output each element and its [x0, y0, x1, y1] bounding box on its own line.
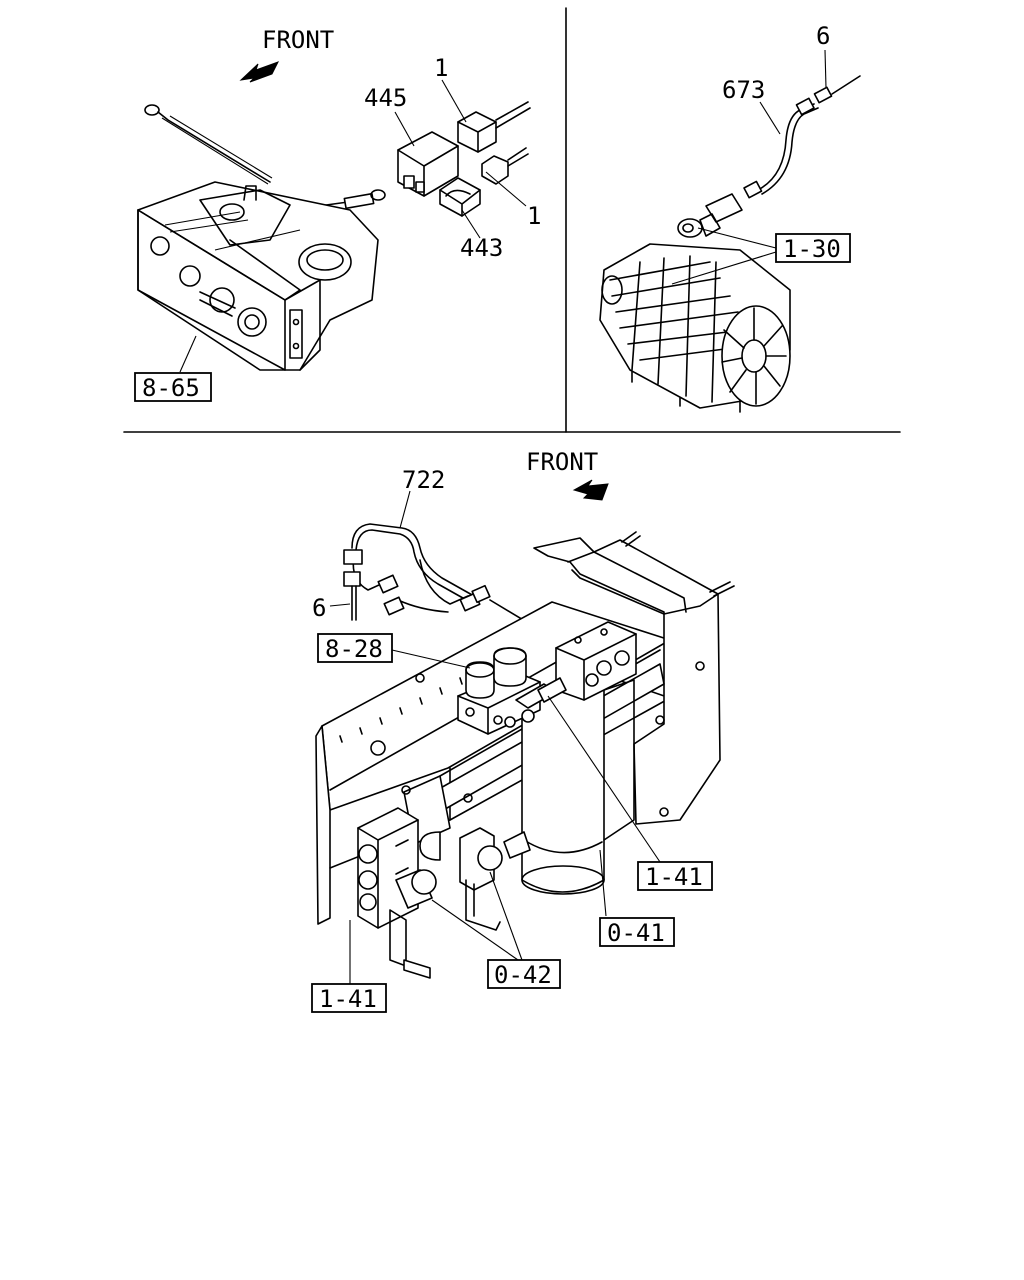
- leader-lines-top-left: [179, 79, 527, 373]
- callout-1-30: 1-30: [783, 235, 841, 263]
- callout-1-upper: 1: [434, 54, 448, 82]
- control-cable: [144, 104, 386, 211]
- leader-lines-bottom: [329, 490, 661, 986]
- connector-1-lower: [481, 147, 529, 185]
- callout-6-bottom: 6: [312, 594, 326, 622]
- harness-722: [343, 523, 571, 649]
- top-left-panel: FRONT: [134, 26, 541, 402]
- callout-box-1-41-left: [311, 983, 387, 1013]
- heater-control-unit: [137, 181, 379, 371]
- callout-0-42: 0-42: [494, 961, 552, 989]
- callout-box-1-30: [775, 233, 851, 263]
- callout-1-41-left: 1-41: [319, 985, 377, 1013]
- tank-0-41: [521, 679, 635, 895]
- front-label-top: FRONT: [262, 26, 334, 54]
- callout-box-8-65: [134, 372, 212, 402]
- front-arrow-icon-bottom: [572, 479, 609, 501]
- callout-box-8-28: [317, 633, 393, 663]
- valve-block-1-41: [357, 807, 531, 979]
- relay-445: [397, 131, 459, 197]
- callout-1-41-right: 1-41: [645, 863, 703, 891]
- harness-673: [743, 75, 861, 199]
- front-label-bottom: FRONT: [526, 448, 598, 476]
- callout-6-top: 6: [816, 22, 830, 50]
- air-cleaner: [599, 243, 791, 413]
- bottom-panel: FRONT: [311, 448, 735, 1013]
- callout-box-1-41-right: [637, 861, 713, 891]
- callout-8-28: 8-28: [325, 635, 383, 663]
- sensor-1-30: [677, 193, 743, 238]
- top-right-panel: 6 673 1-30: [599, 22, 861, 413]
- front-arrow-icon: [239, 61, 280, 83]
- callout-445: 445: [364, 84, 407, 112]
- leader-lines-top-right: [671, 49, 827, 285]
- callout-722: 722: [402, 466, 445, 494]
- callout-443: 443: [460, 234, 503, 262]
- valve-block-8-28: [457, 621, 637, 735]
- connector-1-upper: [457, 101, 531, 153]
- panel-dividers: [123, 7, 901, 433]
- callout-1-lower: 1: [527, 202, 541, 230]
- callout-box-0-42: [487, 959, 561, 989]
- callout-673: 673: [722, 76, 765, 104]
- callout-box-0-41: [599, 917, 675, 947]
- callout-8-65: 8-65: [142, 374, 200, 402]
- callout-0-41: 0-41: [607, 919, 665, 947]
